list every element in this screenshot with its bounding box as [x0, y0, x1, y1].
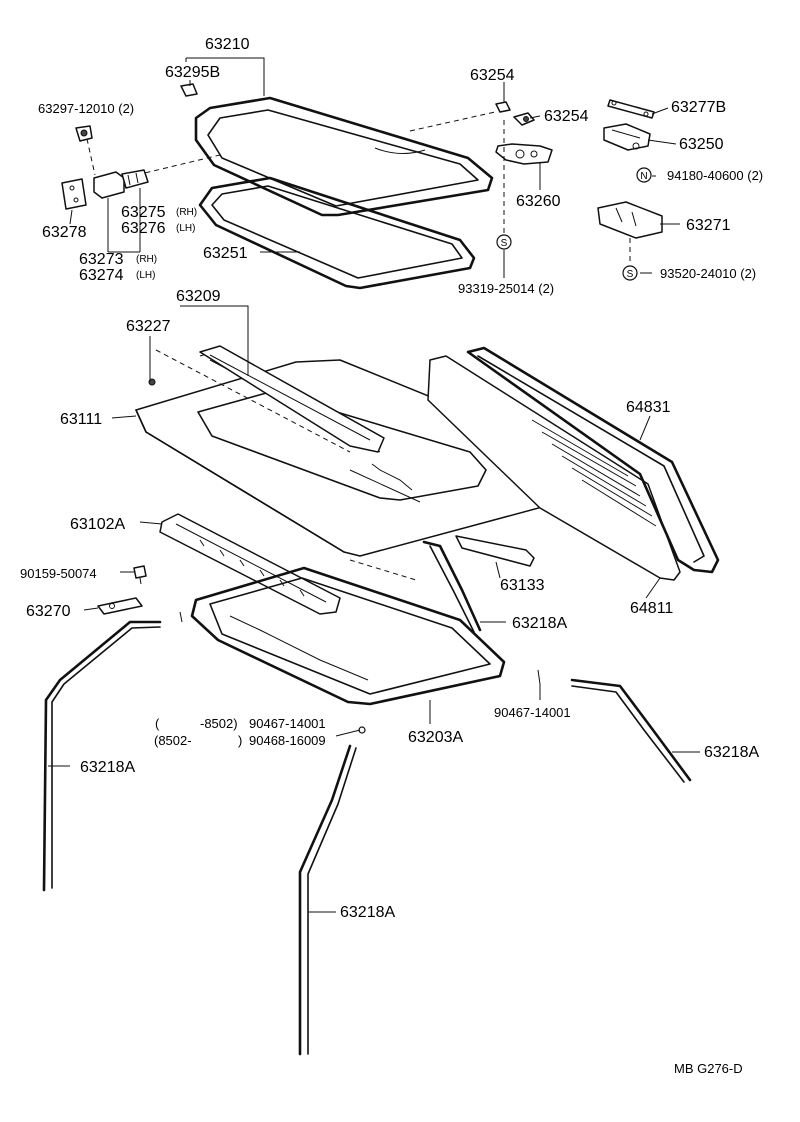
drain-hose-bottom — [298, 744, 357, 1056]
rear-glass-64811 — [427, 355, 681, 581]
label-93319: 93319-25014 (2) — [458, 281, 554, 296]
range2-part: 90468-16009 — [249, 733, 326, 748]
label-63278: 63278 — [42, 224, 87, 241]
label-63218a-bottom: 63218A — [340, 904, 395, 921]
label-63209: 63209 — [176, 288, 221, 305]
bolt-63297 — [75, 125, 93, 142]
label-93520: 93520-24010 (2) — [660, 266, 756, 281]
symbol-s-left: S — [496, 234, 512, 250]
diagram-code: MB G276-D — [674, 1061, 743, 1076]
frame-63102a — [159, 513, 341, 615]
latch-63250 — [603, 123, 651, 151]
label-63273-rh: (RH) — [136, 254, 157, 265]
label-64811: 64811 — [630, 600, 673, 617]
leaders — [48, 57, 700, 913]
label-63275-rh: (RH) — [176, 207, 197, 218]
drain-hose-left — [42, 620, 162, 892]
range2-start: (8502- — [154, 733, 192, 748]
range2-close: ) — [238, 733, 242, 748]
weatherstrip-63251 — [198, 176, 476, 290]
label-63275: 63275 — [121, 204, 166, 221]
label-63273: 63273 — [79, 251, 124, 268]
label-63218a-mid: 63218A — [512, 615, 567, 632]
label-63276: 63276 — [121, 220, 166, 237]
label-63218a-left: 63218A — [80, 759, 135, 776]
hinge-63275-63276 — [93, 169, 149, 199]
glass-frame-64831 — [466, 346, 720, 574]
label-63218a-right: 63218A — [704, 744, 759, 761]
label-90159: 90159-50074 — [20, 566, 97, 581]
label-63254-right: 63254 — [544, 108, 589, 125]
range1-end: -8502) — [200, 716, 238, 731]
label-63274: 63274 — [79, 267, 124, 284]
drain-hose-mid — [422, 540, 482, 633]
symbol-s-right: S — [622, 265, 638, 281]
label-63276-lh: (LH) — [176, 223, 195, 234]
label-64831: 64831 — [626, 399, 671, 416]
label-63227: 63227 — [126, 318, 171, 335]
reinforcement-63209 — [199, 345, 385, 453]
symbol-n: N — [636, 167, 652, 183]
bracket-63277b — [607, 99, 655, 119]
range1-open: ( — [155, 716, 160, 731]
drain-hose-right — [570, 678, 692, 783]
bracket-63271 — [597, 201, 663, 262]
label-63250: 63250 — [679, 136, 724, 153]
label-63274-lh: (LH) — [136, 270, 155, 281]
s-mark-right: S — [627, 269, 634, 280]
housing-frame-63203a — [190, 559, 506, 706]
label-63133: 63133 — [500, 577, 545, 594]
sunroof-glass-63210 — [194, 96, 494, 217]
s-mark-left: S — [501, 238, 508, 249]
handle-63260 — [495, 120, 553, 240]
label-90467-right: 90467-14001 — [494, 705, 571, 720]
label-63203a: 63203A — [408, 729, 463, 746]
bar-63133 — [455, 535, 535, 567]
n-mark: N — [640, 171, 647, 182]
label-63111: 63111 — [60, 411, 102, 428]
clip-63254 — [495, 101, 535, 126]
bolt-90159 — [133, 565, 147, 585]
label-63297: 63297-12010 (2) — [38, 101, 134, 116]
clip-63295b — [180, 83, 198, 97]
label-63251: 63251 — [203, 245, 248, 262]
bracket-63270 — [97, 597, 143, 615]
label-63102a: 63102A — [70, 516, 125, 533]
label-94180: 94180-40600 (2) — [667, 168, 763, 183]
label-63254-top: 63254 — [470, 67, 515, 84]
label-63270: 63270 — [26, 603, 71, 620]
plate-63278 — [61, 178, 87, 210]
range1-part: 90467-14001 — [249, 716, 326, 731]
label-63295b: 63295B — [165, 64, 220, 81]
label-63260: 63260 — [516, 193, 561, 210]
label-63210: 63210 — [205, 36, 250, 53]
label-63271: 63271 — [686, 217, 731, 234]
label-63277b: 63277B — [671, 99, 726, 116]
